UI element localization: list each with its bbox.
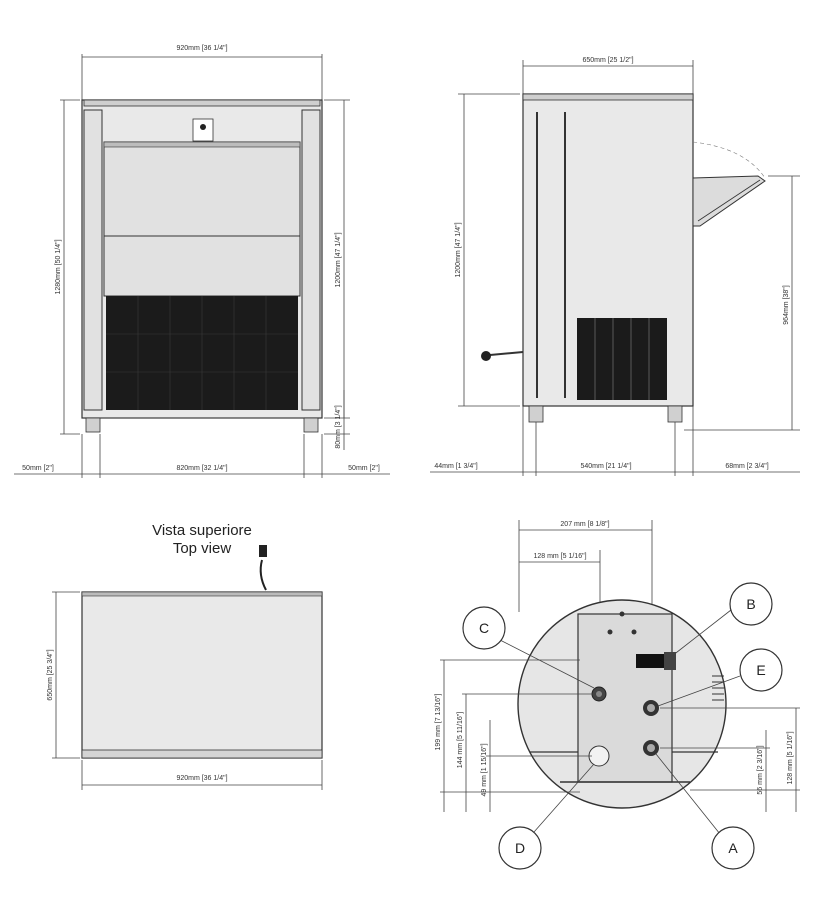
callout-b: B	[729, 582, 773, 626]
top-power-plug	[259, 545, 267, 557]
detail-view: 207 mm [8 1/8"] 128 mm [5 1/16"]	[435, 520, 800, 870]
front-right-post	[301, 109, 321, 411]
detail-dim-144: 144 mm [5 11/16"]	[457, 712, 464, 768]
callout-e-label: E	[756, 662, 765, 678]
front-width-bottom-label: 820mm [32 1/4"]	[176, 465, 227, 472]
callout-c-label: C	[479, 620, 489, 636]
callout-d: D	[498, 826, 542, 870]
top-width-label: 920mm [36 1/4"]	[176, 775, 227, 782]
detail-dim-128: 128 mm [5 1/16"]	[533, 553, 586, 560]
top-depth-label: 650mm [25 3/4"]	[47, 649, 54, 700]
callout-e: E	[739, 648, 783, 692]
front-side-left-label: 50mm [2"]	[22, 465, 54, 472]
front-height-total-label: 1280mm [50 1/4"]	[55, 239, 62, 294]
front-side-right-label: 50mm [2"]	[348, 465, 380, 472]
callout-a: A	[711, 826, 755, 870]
detail-connector-b	[636, 654, 666, 668]
front-view: 920mm [36 1/4"] 1280mm [50 1/4"]	[14, 45, 390, 478]
side-left-offset-label: 44mm [1 3/4"]	[434, 463, 477, 470]
side-view: 650mm [25 1/2"] 1200mm [47 1/4"] 964mm […	[430, 57, 800, 476]
side-drain-hose	[481, 351, 491, 361]
side-door-height-label: 964mm [38"]	[783, 285, 790, 325]
front-left-foot	[85, 417, 101, 433]
side-height-label: 1200mm [47 1/4"]	[455, 222, 462, 277]
side-feet-span-label: 540mm [21 1/4"]	[580, 463, 631, 470]
side-right-offset-label: 68mm [2 3/4"]	[725, 463, 768, 470]
top-view: Vista superiore Top view 650mm [25 3/4"]…	[47, 522, 323, 790]
side-vent-grille	[577, 318, 667, 400]
front-height-body-label: 1200mm [47 1/4"]	[335, 232, 342, 287]
detail-dim-128r: 128 mm [5 1/16"]	[787, 731, 794, 784]
front-door	[103, 141, 301, 237]
front-width-top-label: 920mm [36 1/4"]	[176, 45, 227, 52]
callout-d-label: D	[515, 840, 525, 856]
front-left-post	[83, 109, 103, 411]
side-left-foot	[528, 405, 544, 423]
detail-dim-49: 49 mm [1 15/16"]	[481, 743, 488, 796]
detail-dim-207: 207 mm [8 1/8"]	[560, 521, 609, 528]
front-right-foot	[303, 417, 319, 433]
detail-dim-56: 56 mm [2 3/16"]	[757, 745, 764, 794]
detail-dim-199: 199 mm [7 13/16"]	[435, 693, 442, 750]
callout-a-label: A	[728, 840, 738, 856]
top-cabinet	[81, 591, 323, 759]
callout-c: C	[462, 606, 506, 650]
side-depth-label: 650mm [25 1/2"]	[582, 57, 633, 64]
side-right-foot	[667, 405, 683, 423]
front-lower-panel	[103, 235, 301, 297]
top-view-title-it: Vista superiore	[152, 522, 252, 539]
callout-b-label: B	[746, 596, 755, 612]
top-view-title-en: Top view	[173, 540, 232, 557]
front-foot-height-label: 80mm [3 1/4"]	[335, 405, 342, 448]
